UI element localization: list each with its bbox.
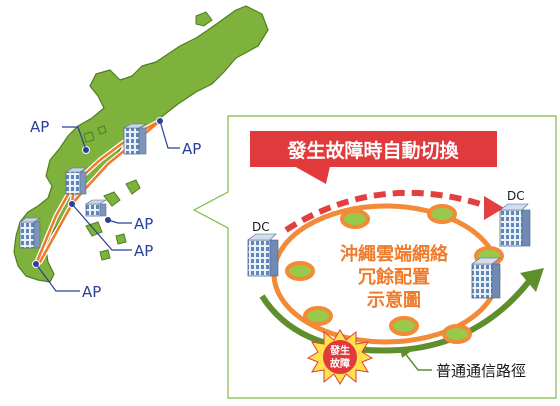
failover-dashed-arrow	[284, 189, 491, 233]
normal-path-label: 普通通信路徑	[436, 362, 526, 380]
dc-label-left: DC	[252, 220, 270, 234]
ring-node-2	[427, 204, 457, 224]
small-island-east-4	[99, 249, 111, 261]
dc-building-left	[247, 233, 279, 277]
small-island-west-1	[83, 131, 95, 143]
ap-label-3: AP	[134, 215, 153, 233]
dc-label-right: DC	[507, 189, 525, 203]
okinawa-map	[13, 5, 269, 283]
fault-burst: 發生 故障	[306, 329, 374, 385]
failover-banner-text: 發生故障時自動切換	[286, 139, 459, 162]
ap-leader-lines	[35, 120, 180, 292]
ap-label-5: AP	[82, 283, 101, 301]
ring-title: 沖繩雲端網絡 冗餘配置 示意圖	[340, 243, 449, 311]
small-island-west-2	[97, 125, 107, 135]
ap-label-4: AP	[134, 242, 153, 260]
map-building-low	[85, 199, 107, 217]
normal-path-arrow	[259, 278, 533, 354]
small-island-north	[195, 11, 213, 27]
ap-label-1: AP	[30, 118, 49, 136]
ap-label-2: AP	[182, 140, 201, 158]
dc-building-right	[499, 203, 531, 247]
failover-arrowhead	[484, 196, 504, 220]
ring-node-3	[285, 261, 315, 281]
map-building-south	[19, 217, 41, 249]
small-island-east-1	[103, 191, 121, 207]
ring-title-line3: 示意圖	[367, 289, 421, 311]
ring-node-1	[340, 209, 370, 229]
ap-labels: AP AP AP AP AP	[30, 118, 201, 301]
small-island-east-2	[125, 179, 141, 195]
dc-building-center	[471, 257, 501, 299]
small-island-east-5	[115, 233, 127, 245]
normal-path-arrowhead	[520, 268, 544, 292]
map-building-north	[122, 123, 148, 155]
failover-banner: 發生故障時自動切換	[250, 131, 497, 184]
ring-title-line2: 冗餘配置	[358, 266, 430, 288]
ring-node-7	[442, 324, 472, 344]
fault-text-line2: 故障	[330, 357, 350, 370]
normal-path-leader-arrow	[400, 348, 410, 358]
map-building-middle	[65, 167, 87, 195]
ring-title-line1: 沖繩雲端網絡	[340, 243, 449, 265]
ring-node-6	[389, 316, 419, 336]
fault-text-line1: 發生	[329, 344, 350, 357]
normal-path-leader	[403, 351, 432, 371]
ring-node-5	[303, 306, 333, 326]
